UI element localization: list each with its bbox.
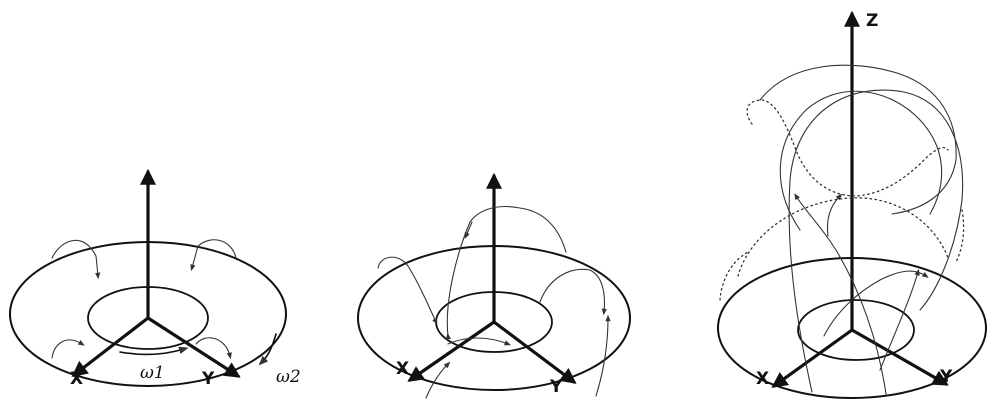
space-trajectory — [796, 196, 886, 394]
hidden-trajectory — [747, 100, 948, 196]
surface-trajectory — [596, 318, 608, 396]
surface-trajectory — [447, 207, 566, 336]
y-axis-label: Y — [201, 369, 215, 389]
x-axis-label: X — [70, 369, 83, 389]
x-axis-label: X — [396, 359, 409, 379]
space-trajectory — [824, 271, 926, 336]
surface-trajectory — [540, 269, 604, 312]
surface-trajectory — [96, 256, 98, 276]
surface-trajectory — [192, 240, 236, 268]
panel-2-torus-diagram: X Y — [358, 176, 630, 398]
x-axis-arrow — [774, 330, 852, 386]
hidden-trajectory — [720, 252, 748, 300]
surface-trajectory — [448, 338, 508, 344]
z-axis-label: Z — [866, 11, 878, 31]
space-trajectory — [828, 196, 841, 236]
hidden-trajectory — [738, 198, 948, 276]
x-axis-arrow — [74, 318, 148, 375]
x-axis-label: X — [756, 369, 769, 389]
space-trajectory — [780, 91, 941, 230]
panel-1-torus-diagram: X Y ω1 ω2 — [10, 172, 301, 389]
omega2-label: ω2 — [276, 367, 301, 387]
panel-3-torus-diagram: Z X Y — [718, 11, 986, 398]
hidden-trajectory — [956, 210, 964, 262]
surface-trajectory — [378, 257, 436, 322]
omega1-label: ω1 — [140, 363, 165, 383]
y-axis-arrow — [852, 330, 946, 384]
y-axis-label: Y — [549, 377, 563, 397]
y-axis-label: Y — [939, 367, 953, 387]
surface-trajectory — [52, 340, 82, 358]
